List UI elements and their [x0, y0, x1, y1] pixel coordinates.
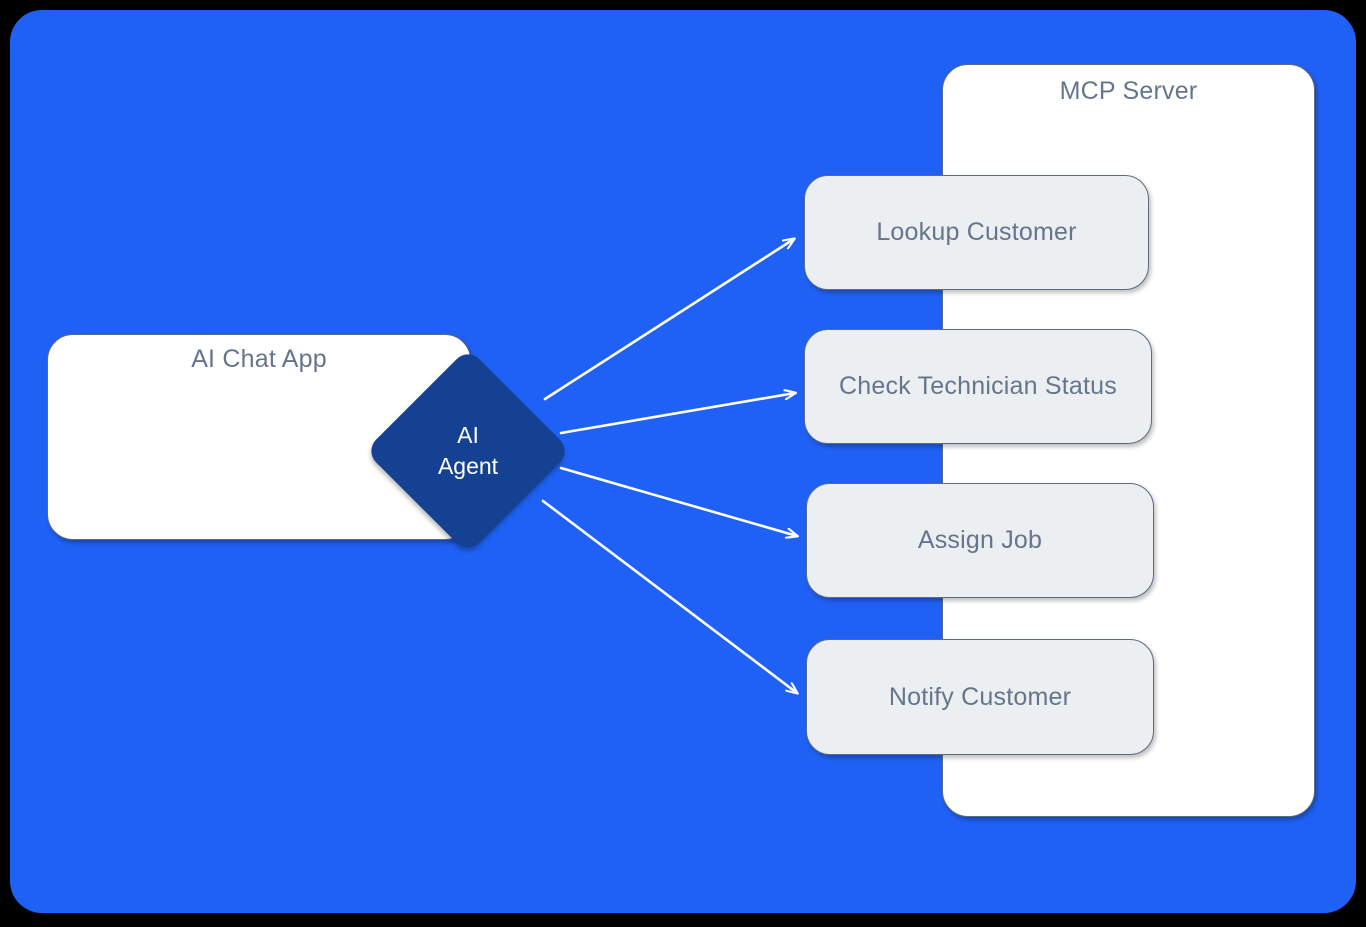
tool-node-check-technician-status[interactable]: Check Technician Status — [804, 329, 1152, 444]
ai-chat-app-title: AI Chat App — [191, 345, 327, 373]
tool-node-lookup-customer[interactable]: Lookup Customer — [804, 175, 1149, 290]
tool-node-label: Lookup Customer — [876, 218, 1077, 246]
tool-node-label: Notify Customer — [888, 682, 1072, 711]
ai-agent-diamond-shape — [364, 347, 572, 555]
ai-agent-node[interactable]: AI Agent — [364, 347, 572, 555]
tool-node-notify-customer[interactable]: Notify Customer — [806, 639, 1154, 755]
tool-node-assign-job[interactable]: Assign Job — [806, 483, 1154, 598]
tool-node-label: Check Technician Status — [839, 372, 1117, 400]
tool-node-label: Assign Job — [917, 526, 1043, 554]
mcp-server-title: MCP Server — [1059, 77, 1198, 105]
